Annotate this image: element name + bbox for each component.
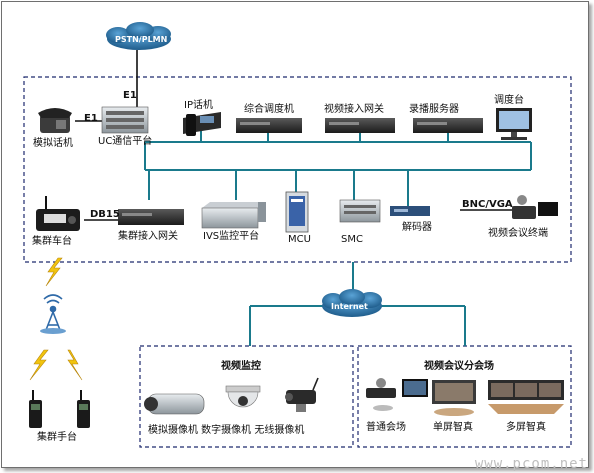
trunk-handset-label: 集群手台 — [37, 432, 77, 443]
core-network-box — [23, 76, 572, 263]
ip-phone-label: IP话机 — [184, 100, 213, 111]
trunk-gateway-device-icon — [118, 209, 184, 225]
dispatcher-device-icon — [236, 118, 302, 133]
ivs-platform-icon — [201, 202, 266, 229]
wireless-camera-icon — [285, 377, 319, 412]
trunk-handset-icon — [29, 390, 90, 428]
console-label: 调度台 — [494, 95, 524, 106]
camera-types-label: 模拟摄像机 数字摄像机 无线摄像机 — [148, 425, 305, 436]
trunk-car-label: 集群车台 — [32, 236, 72, 247]
conference-title: 视频会议分会场 — [424, 361, 494, 372]
analog-camera-icon — [144, 393, 205, 415]
pstn-cloud-label: PSTN/PLMN — [115, 35, 168, 44]
surveillance-box — [139, 345, 354, 448]
radio-tower-icon — [40, 294, 66, 334]
trunk-car-radio-icon — [36, 196, 80, 231]
surveillance-title: 视频监控 — [221, 361, 261, 372]
smc-server-icon — [339, 199, 381, 223]
smc-label: SMC — [341, 234, 363, 245]
dispatcher-label: 综合调度机 — [244, 104, 294, 115]
internet-cloud-label: Internet — [331, 302, 368, 311]
recorder-label: 录播服务器 — [409, 104, 459, 115]
recorder-device-icon — [413, 118, 483, 133]
normal-venue-icon — [366, 378, 428, 411]
mcu-label: MCU — [288, 234, 311, 245]
decoder-label: 解码器 — [402, 222, 432, 233]
wireless-bolt-icon — [29, 257, 83, 381]
analog-phone-label: 模拟话机 — [33, 138, 73, 149]
mcu-device-icon — [285, 191, 309, 233]
uc-server-icon — [101, 106, 149, 134]
digital-camera-icon — [225, 385, 261, 408]
trunk-gateway-label: 集群接入网关 — [118, 231, 178, 242]
ivs-label: IVS监控平台 — [203, 231, 260, 242]
watermark: www.pcom.net — [474, 456, 588, 472]
pstn-cloud — [106, 22, 171, 50]
video-terminal-icon — [512, 195, 558, 219]
serial-links — [75, 50, 512, 221]
single-screen-venue-label: 单屏智真 — [433, 422, 473, 433]
e1-top-label: E1 — [123, 90, 137, 101]
multi-screen-venue-label: 多屏智真 — [506, 422, 546, 433]
db15-label: DB15 — [90, 209, 120, 220]
internet-cloud — [322, 289, 382, 317]
video-terminal-label: 视频会议终端 — [488, 228, 548, 239]
video-gateway-device-icon — [325, 118, 395, 133]
console-monitor-icon — [496, 108, 532, 140]
video-gateway-label: 视频接入网关 — [324, 104, 384, 115]
multi-screen-venue-icon — [488, 380, 564, 414]
e1-side-label: E1 — [84, 113, 98, 124]
normal-venue-label: 普通会场 — [366, 422, 406, 433]
decoder-device-icon — [390, 206, 430, 216]
uc-platform-label: UC通信平台 — [98, 136, 153, 147]
analog-phone-icon — [38, 108, 72, 133]
ip-phone-icon — [183, 112, 221, 136]
single-screen-venue-icon — [432, 380, 476, 416]
bnc-vga-label: BNC/VGA — [462, 199, 513, 210]
